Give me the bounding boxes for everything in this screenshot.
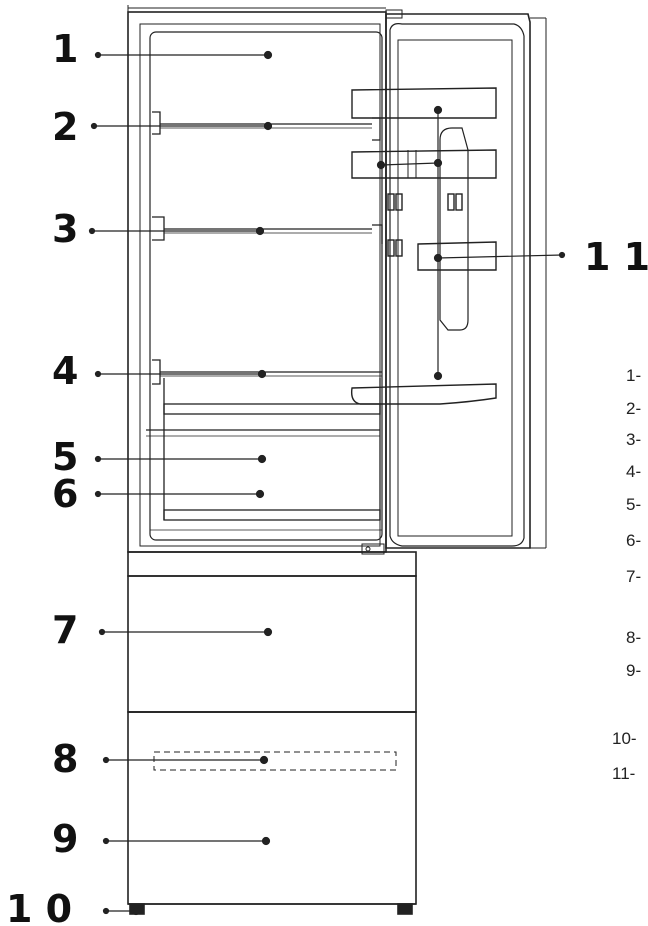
drawer-8-outline — [153, 751, 397, 771]
legend-item-10: 10- — [612, 729, 637, 748]
freezer-drawer-7 — [127, 575, 417, 713]
balcony-1 — [351, 87, 497, 119]
freezer-section — [127, 551, 417, 915]
legend-item-9: 9- — [626, 661, 641, 680]
callout-numbers: 1 2 3 4 5 6 7 8 9 1 0 1 1 — [6, 27, 648, 926]
legend-item-1: 1- — [626, 366, 641, 385]
callout-5: 5 — [52, 435, 78, 479]
callout-11: 1 1 — [584, 235, 648, 279]
freezer-drawers-8-9 — [127, 711, 417, 905]
legend-item-7: 7- — [626, 567, 641, 586]
balcony-4 — [350, 383, 497, 405]
front-foot-right — [397, 903, 413, 915]
callout-7: 7 — [52, 608, 78, 652]
drawer-6-front — [163, 509, 381, 521]
callout-4: 4 — [52, 349, 78, 393]
callout-1: 1 — [52, 27, 78, 71]
legend-item-11: 11- — [612, 764, 635, 783]
fridge-door — [361, 13, 547, 555]
legend-item-5: 5- — [626, 495, 641, 514]
callout-8: 8 — [52, 737, 78, 781]
callout-9: 9 — [52, 817, 78, 861]
legend-item-2: 2- — [626, 399, 641, 418]
legend-item-4: 4- — [626, 462, 641, 481]
balcony-3 — [417, 241, 497, 271]
fridge-cabinet — [127, 5, 403, 553]
callout-3: 3 — [52, 207, 78, 251]
drawer-5-front — [163, 403, 381, 415]
callout-10: 1 0 — [6, 887, 72, 926]
legend-item-8: 8- — [626, 628, 641, 647]
shelves — [146, 111, 383, 531]
legend: 1- 2- 3- 4- 5- 6- 7- 8- 9- 10- 11- — [612, 366, 641, 783]
balcony-2 — [351, 149, 497, 179]
callout-2: 2 — [52, 105, 78, 149]
callout-6: 6 — [52, 472, 78, 516]
shelf-2-support — [152, 111, 161, 135]
legend-item-6: 6- — [626, 531, 641, 550]
door-balconies — [350, 87, 497, 405]
leader-lines — [88, 50, 566, 916]
legend-item-3: 3- — [626, 430, 641, 449]
